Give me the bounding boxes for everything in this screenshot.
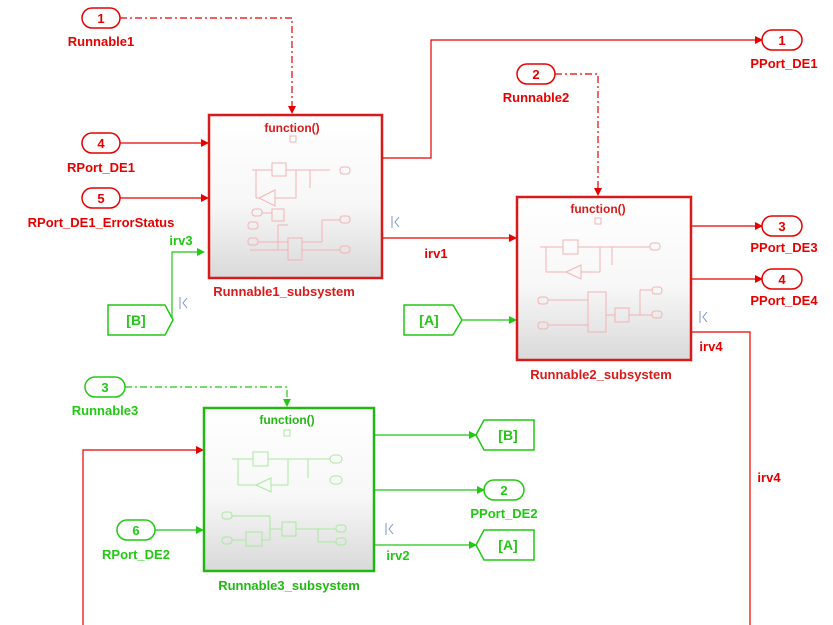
outport-number: 3 [778,219,785,234]
goto-tag-a[interactable]: [A] [475,529,535,561]
inport-label: RPort_DE1 [67,160,135,175]
tag-label: [A] [419,312,438,328]
inport-number: 3 [101,380,108,395]
outport-label: PPort_DE4 [750,293,818,308]
tag-label: [A] [498,537,517,553]
inner-model-thumbnail [537,239,663,333]
trigger-port-icon [289,135,297,143]
outport-label: PPort_DE3 [750,240,817,255]
inport-label: RPort_DE2 [102,547,170,562]
trigger-line-runnable3 [125,386,288,401]
subsystem-name: Runnable2_subsystem [530,367,672,382]
inport-label: Runnable2 [503,90,569,105]
inport-rport-de2[interactable]: 6 RPort_DE2 [102,519,170,562]
trigger-port-icon [594,217,602,225]
outport-number: 2 [500,483,507,498]
outport-pport-de2[interactable]: 2 PPort_DE2 [470,479,538,521]
inport-label: Runnable1 [68,34,134,49]
outport-pport-de4[interactable]: 4 PPort_DE4 [750,268,818,308]
signal-line-pport-de1 [382,39,757,159]
green-arrowheads [196,248,517,549]
outport-pport-de1[interactable]: 1 PPort_DE1 [750,29,818,71]
outport-label: PPort_DE2 [470,506,537,521]
goto-tag-b[interactable]: [B] [475,419,535,451]
signal-line-irv3 [171,251,202,320]
subsystem-name: Runnable1_subsystem [213,284,355,299]
red-arrowheads [196,36,763,454]
inport-number: 6 [132,523,139,538]
trigger-label: function() [570,202,625,216]
trigger-port-icon [283,429,291,437]
from-tag-a[interactable]: [A] [403,304,463,336]
subsystem-name: Runnable3_subsystem [218,578,360,593]
inport-label: RPort_DE1_ErrorStatus [28,215,175,230]
inner-model-thumbnail [247,162,351,261]
signal-label-irv1: irv1 [424,246,447,261]
signal-line-irv4-return [82,449,196,625]
signal-label-irv3: irv3 [169,233,192,248]
signal-label-irv4-top: irv4 [699,339,723,354]
outport-label: PPort_DE1 [750,56,817,71]
signal-line-irv4 [691,331,751,625]
inner-model-thumbnail [221,451,347,547]
outport-number: 1 [778,33,785,48]
trigger-label: function() [264,121,319,135]
outport-pport-de3[interactable]: 3 PPort_DE3 [750,215,818,255]
runnable3-subsystem-block[interactable]: function() [202,406,376,593]
inport-number: 2 [532,67,539,82]
signal-label-irv4-bottom: irv4 [757,470,781,485]
inport-rport-de1-errorstatus[interactable]: 5 RPort_DE1_ErrorStatus [28,187,175,230]
tag-label: [B] [498,427,517,443]
inport-number: 5 [97,191,104,206]
trigger-line-runnable2 [555,73,599,190]
trigger-line-runnable1 [120,17,293,108]
inport-runnable2[interactable]: 2 Runnable2 [503,63,569,105]
outport-number: 4 [778,272,786,287]
from-tag-b[interactable]: [B] [107,304,174,336]
runnable2-subsystem-block[interactable]: function() Runnable2_subsys [515,195,693,382]
tag-label: [B] [126,312,145,328]
signal-marker-icons [179,216,708,535]
signal-label-irv2: irv2 [386,548,409,563]
runnable1-subsystem-block[interactable]: function() [207,113,384,299]
inport-runnable3[interactable]: 3 Runnable3 [72,376,138,418]
inport-number: 4 [97,136,105,151]
inport-runnable1[interactable]: 1 Runnable1 [68,7,134,49]
trigger-label: function() [259,413,314,427]
inport-label: Runnable3 [72,403,138,418]
inport-rport-de1[interactable]: 4 RPort_DE1 [67,132,135,175]
inport-number: 1 [97,11,104,26]
